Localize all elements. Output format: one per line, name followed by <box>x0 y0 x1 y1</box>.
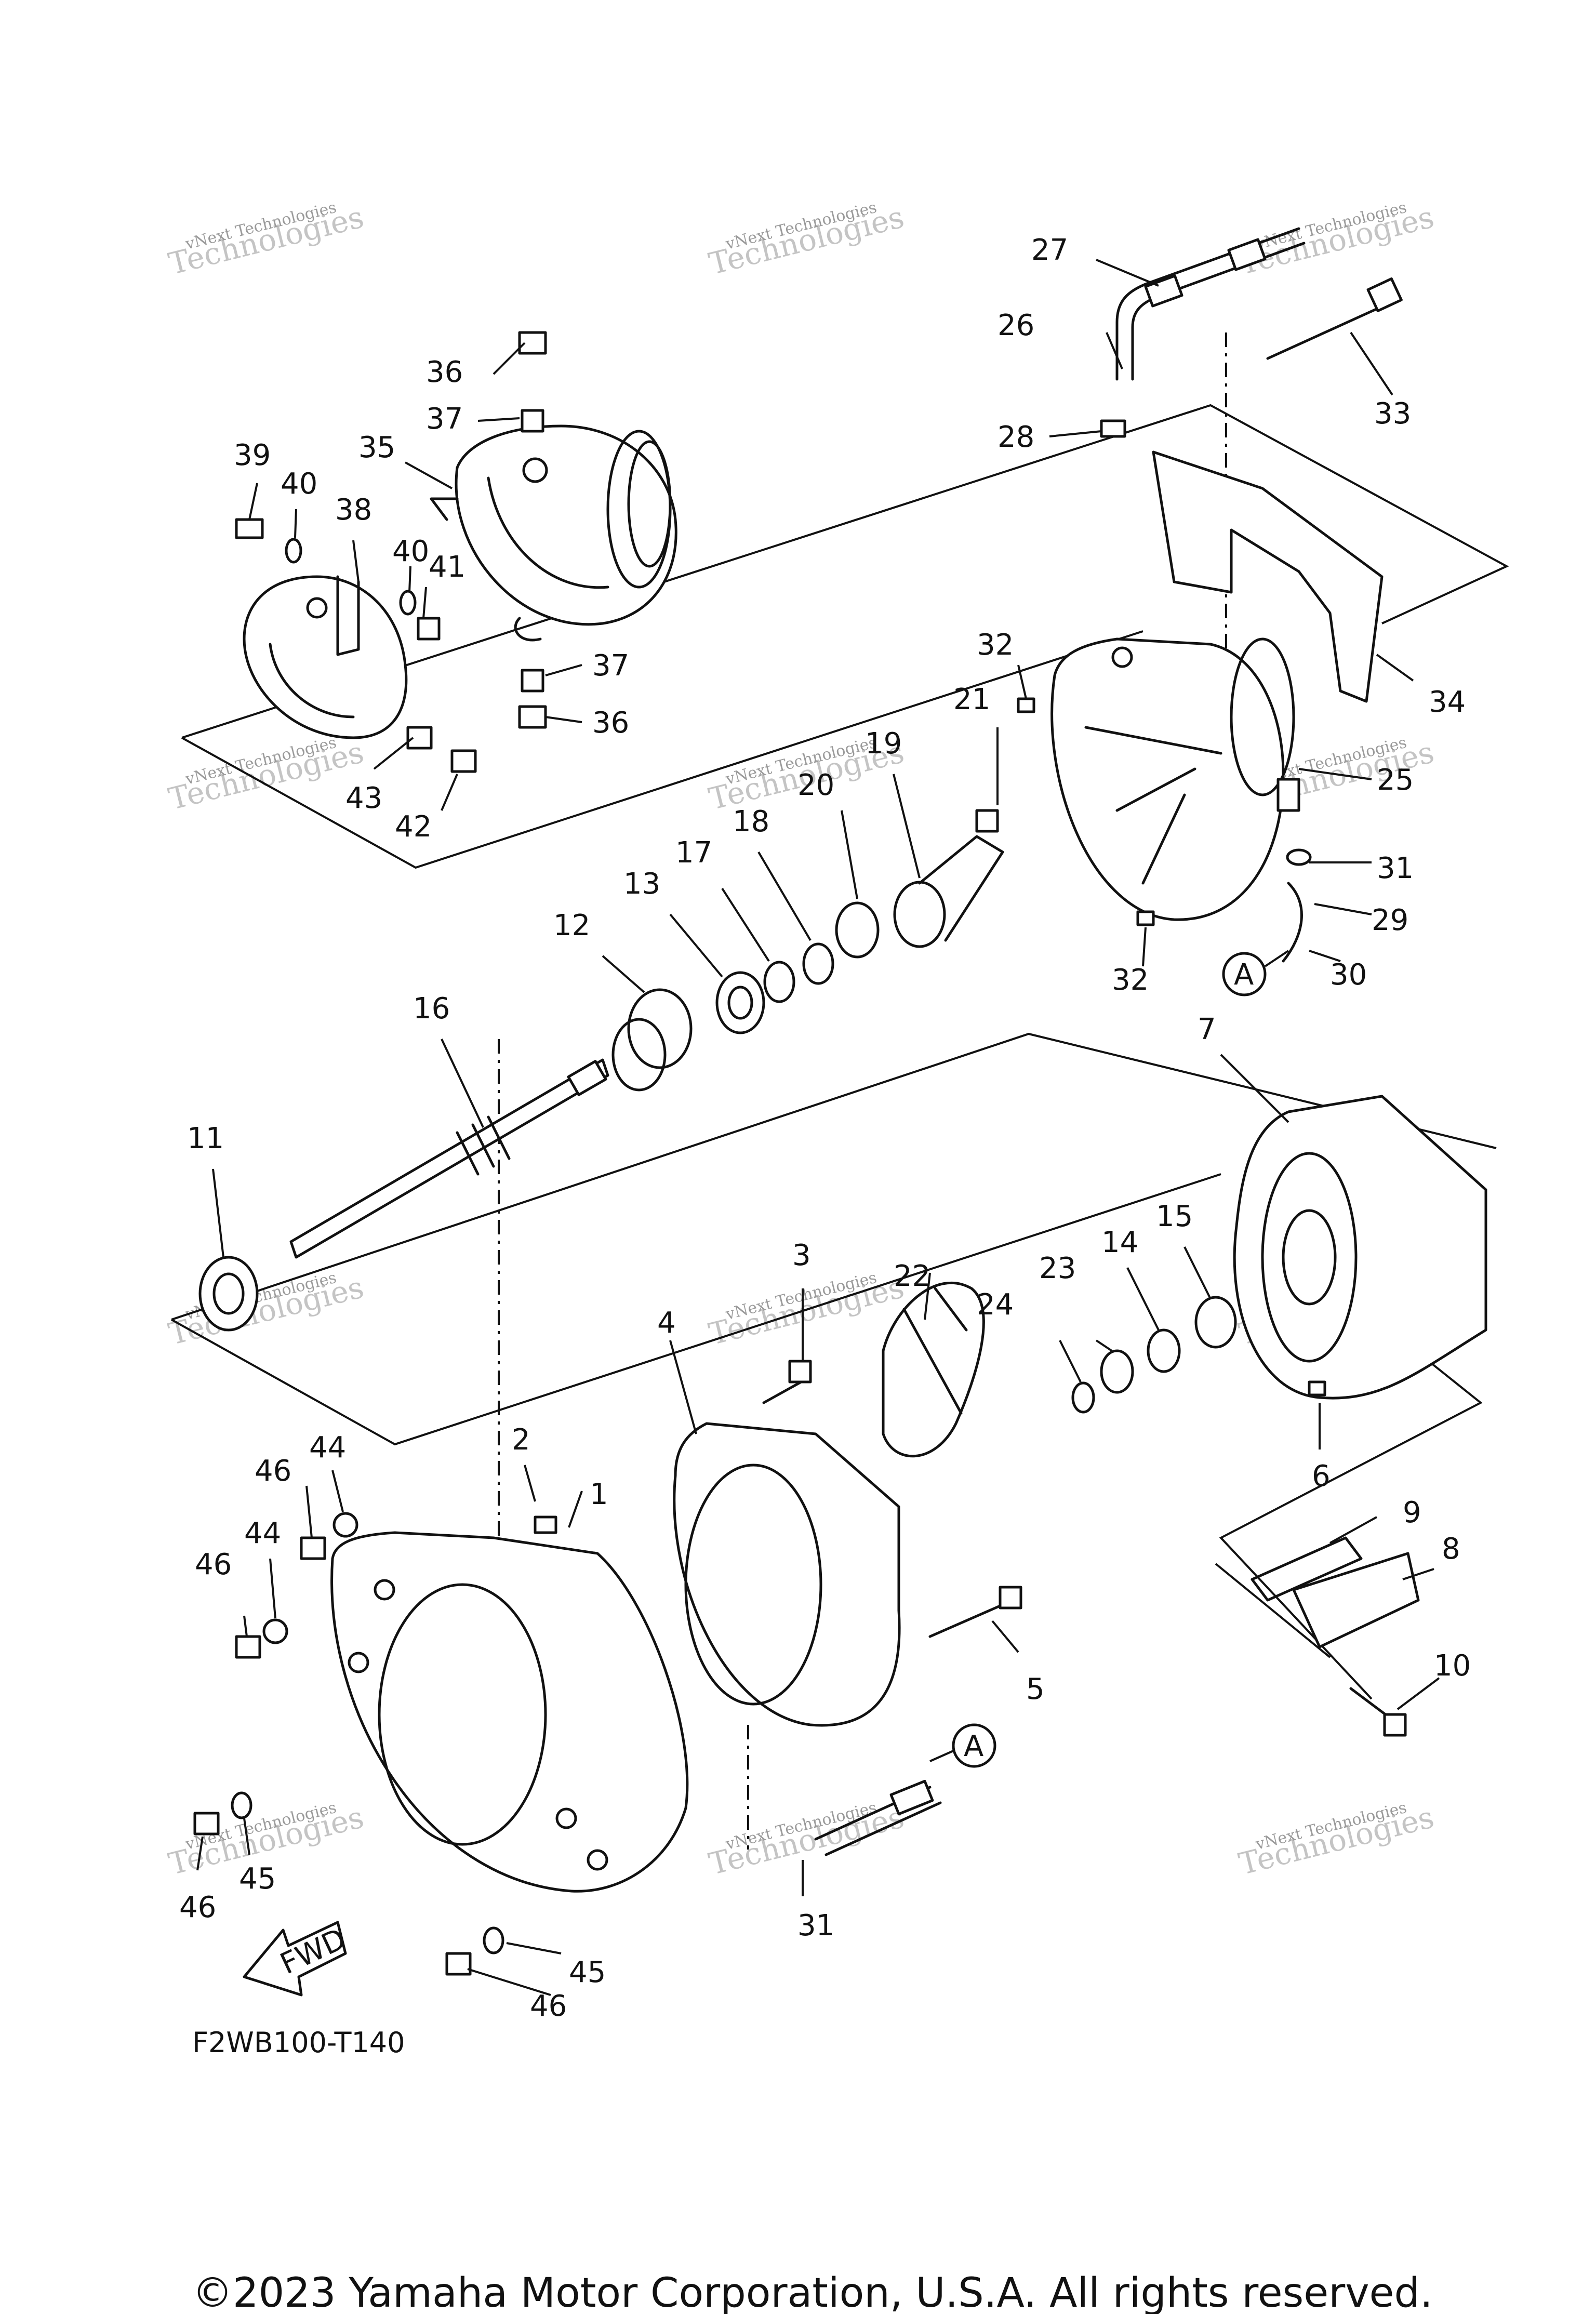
callout-40: 40 <box>392 535 429 568</box>
callout-29: 29 <box>1372 903 1408 937</box>
callout-36: 36 <box>426 355 463 389</box>
callout-39: 39 <box>234 438 271 472</box>
watermark: Technologies vNext Technologies <box>1235 198 1438 282</box>
impeller-housing-7 <box>1233 1095 1487 1400</box>
callout-43: 43 <box>345 781 382 815</box>
callout-38: 38 <box>335 493 372 527</box>
callout-25: 25 <box>1377 763 1414 797</box>
seals-14-15-23-24 <box>1071 1296 1237 1414</box>
callout-12: 12 <box>553 909 590 942</box>
bolt-10 <box>1349 1687 1407 1737</box>
callout-24: 24 <box>977 1288 1014 1322</box>
plate-34 <box>1152 450 1384 703</box>
callout-30: 30 <box>1330 958 1367 992</box>
callout-5: 5 <box>1026 1672 1045 1706</box>
callout-45: 45 <box>569 1956 606 1989</box>
fwd-arrow-icon: FWD <box>243 1921 351 1997</box>
callout-labels: 1 2 3 4 5 6 7 8 9 10 11 12 13 14 15 16 1… <box>179 233 1471 2023</box>
callout-42: 42 <box>395 810 432 844</box>
copyright-notice: ©2023 Yamaha Motor Corporation, U.S.A. A… <box>192 2270 1433 2314</box>
watermark: Technologies vNext Technologies <box>165 1269 367 1352</box>
bolt-3 <box>762 1360 812 1404</box>
callout-41: 41 <box>429 550 466 584</box>
watermark: Technologies vNext Technologies <box>706 198 908 282</box>
gasket-9 <box>1251 1536 1363 1602</box>
pump-housing-25 <box>1050 637 1300 921</box>
callout-32: 32 <box>977 628 1014 662</box>
callout-18: 18 <box>733 805 769 839</box>
watermark: Technologies vNext Technologies <box>706 1269 908 1352</box>
impeller-22 <box>882 1281 985 1458</box>
callout-19: 19 <box>865 727 902 761</box>
reference-marker-a: A <box>929 1723 996 1768</box>
svg-text:A: A <box>964 1730 983 1763</box>
callout-32: 32 <box>1112 963 1149 997</box>
callout-17: 17 <box>675 836 712 870</box>
callout-13: 13 <box>623 867 660 901</box>
drive-shaft-16 <box>289 1058 609 1259</box>
callout-8: 8 <box>1442 1532 1460 1566</box>
callout-3: 3 <box>792 1239 811 1272</box>
callout-44: 44 <box>309 1431 346 1465</box>
callout-44: 44 <box>244 1517 281 1550</box>
plate-8 <box>1292 1552 1420 1648</box>
callout-7: 7 <box>1198 1013 1216 1046</box>
callout-11: 11 <box>187 1122 224 1155</box>
drawing-code: F2WB100-T140 <box>192 2026 405 2059</box>
callout-9: 9 <box>1403 1496 1421 1530</box>
reference-marker-a: A <box>1222 950 1289 996</box>
bolt-33 <box>1266 277 1403 360</box>
callout-28: 28 <box>998 420 1034 454</box>
washers-nuts-44-46 <box>193 1512 557 1976</box>
small-hardware-36-43 <box>235 331 547 773</box>
callout-14: 14 <box>1101 1226 1138 1259</box>
callout-37: 37 <box>426 402 463 436</box>
callout-4: 4 <box>657 1306 676 1340</box>
callout-34: 34 <box>1429 685 1466 719</box>
watermark: Technologies vNext Technologies <box>165 734 367 817</box>
callout-16: 16 <box>413 992 450 1026</box>
bolt-5 <box>928 1586 1022 1638</box>
callout-20: 20 <box>797 768 834 802</box>
housing-4 <box>673 1422 901 1727</box>
intake-housing-1 <box>330 1531 689 1893</box>
callout-1: 1 <box>590 1478 608 1511</box>
callout-45: 45 <box>239 1862 276 1896</box>
callout-37: 37 <box>592 649 629 683</box>
cap-19 <box>893 835 1004 948</box>
fwd-label: FWD <box>275 1922 351 1981</box>
callout-35: 35 <box>358 431 395 464</box>
callout-26: 26 <box>998 309 1034 342</box>
nozzle-ring-38 <box>243 575 408 739</box>
callout-31: 31 <box>797 1909 834 1943</box>
watermark: Technologies vNext Technologies <box>1235 1799 1438 1882</box>
callout-2: 2 <box>512 1423 530 1457</box>
callout-15: 15 <box>1156 1200 1193 1233</box>
watermark: Technologies vNext Technologies <box>706 1799 908 1882</box>
callout-21: 21 <box>953 683 990 716</box>
small-hardware-21-32 <box>975 419 1312 963</box>
svg-text:A: A <box>1234 958 1254 992</box>
hose-fitting-a-bottom <box>814 1779 942 1856</box>
callout-46: 46 <box>179 1891 216 1924</box>
callout-46: 46 <box>530 1989 567 2023</box>
callout-40: 40 <box>281 467 317 501</box>
callout-27: 27 <box>1031 233 1068 267</box>
callout-36: 36 <box>592 706 629 740</box>
duct-assembly-35 <box>430 424 677 642</box>
callout-22: 22 <box>894 1259 930 1293</box>
callout-46: 46 <box>195 1548 232 1581</box>
callout-10: 10 <box>1434 1649 1471 1683</box>
callout-6: 6 <box>1312 1459 1331 1493</box>
bearing-11 <box>198 1256 259 1332</box>
leader-lines <box>196 259 1440 1996</box>
watermark: Technologies vNext Technologies <box>165 198 367 282</box>
callout-31: 31 <box>1377 852 1414 885</box>
callout-33: 33 <box>1374 397 1411 431</box>
bearings-13-17-18 <box>715 901 880 1034</box>
callout-46: 46 <box>255 1454 291 1488</box>
callout-23: 23 <box>1039 1252 1076 1285</box>
sleeve-12 <box>611 988 693 1092</box>
